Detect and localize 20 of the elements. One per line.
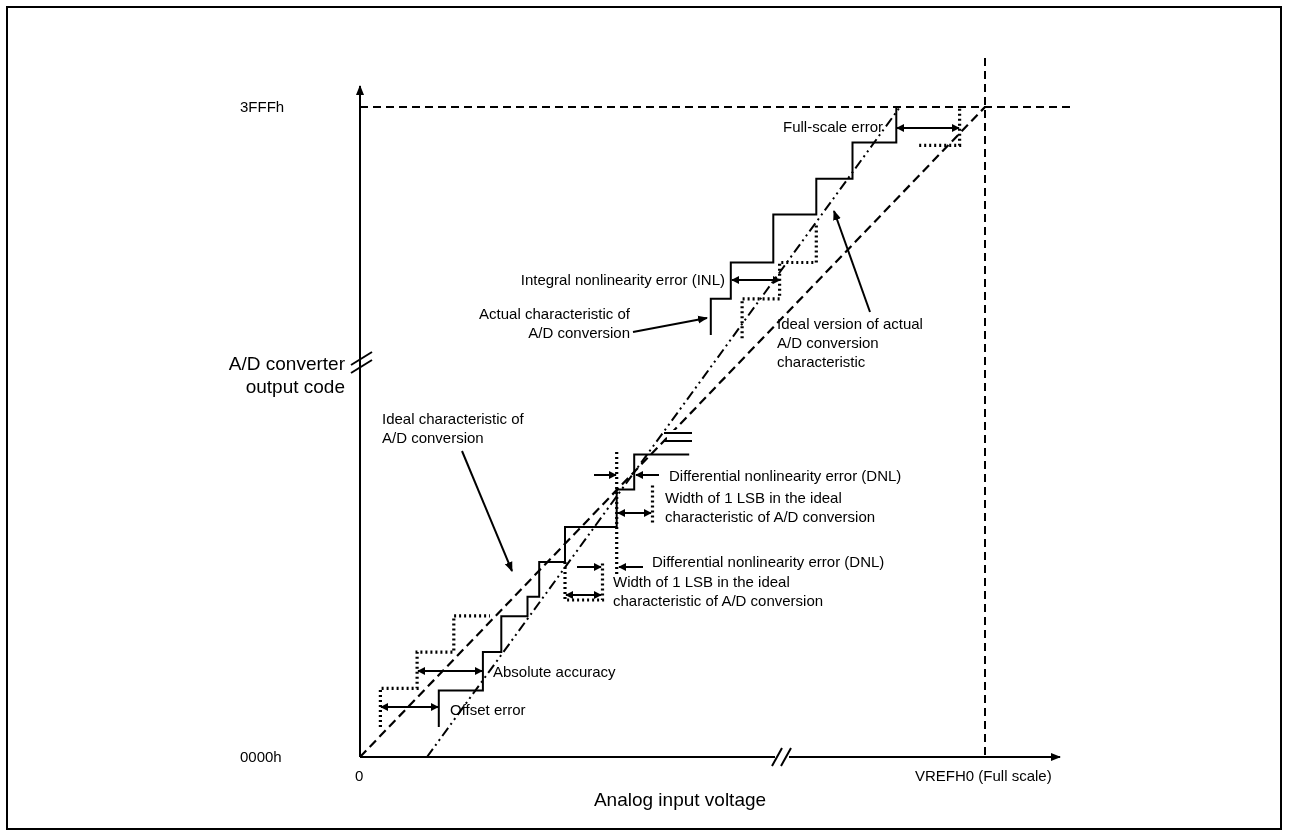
dimension-label: Width of 1 LSB in the ideal characteristic of A/D conversion (665, 488, 877, 526)
leader-arrow (833, 210, 871, 313)
callout-text: Actual characteristic of A/D conversion (478, 304, 630, 342)
error-label: Offset error (450, 700, 527, 719)
axis-title: Analog input voltage (592, 788, 768, 811)
error-label: Integral nonlinearity error (INL) (519, 270, 725, 289)
leader-arrow (632, 315, 708, 333)
callout-text: Ideal version of actual A/D conversion characteristic (777, 314, 949, 371)
axis-tick-label: 3FFFh (240, 97, 286, 116)
dimension-label: Width of 1 LSB in the ideal characteristic of A/D conversion (613, 572, 825, 610)
error-label: Full-scale error (781, 117, 883, 136)
axis-tick-label: VREFH0 (Full scale) (915, 766, 1053, 785)
error-label: Absolute accuracy (493, 662, 617, 681)
axis-tick-label: 0000h (240, 747, 283, 766)
error-label: Differential nonlinearity error (DNL) (669, 466, 903, 485)
axis-tick-label: 0 (355, 766, 365, 785)
axis-title: A/D converter output code (227, 352, 345, 398)
error-label: Differential nonlinearity error (DNL) (652, 552, 886, 571)
leader-arrow (461, 450, 513, 572)
callout-text: Ideal characteristic of A/D conversion (382, 409, 547, 447)
